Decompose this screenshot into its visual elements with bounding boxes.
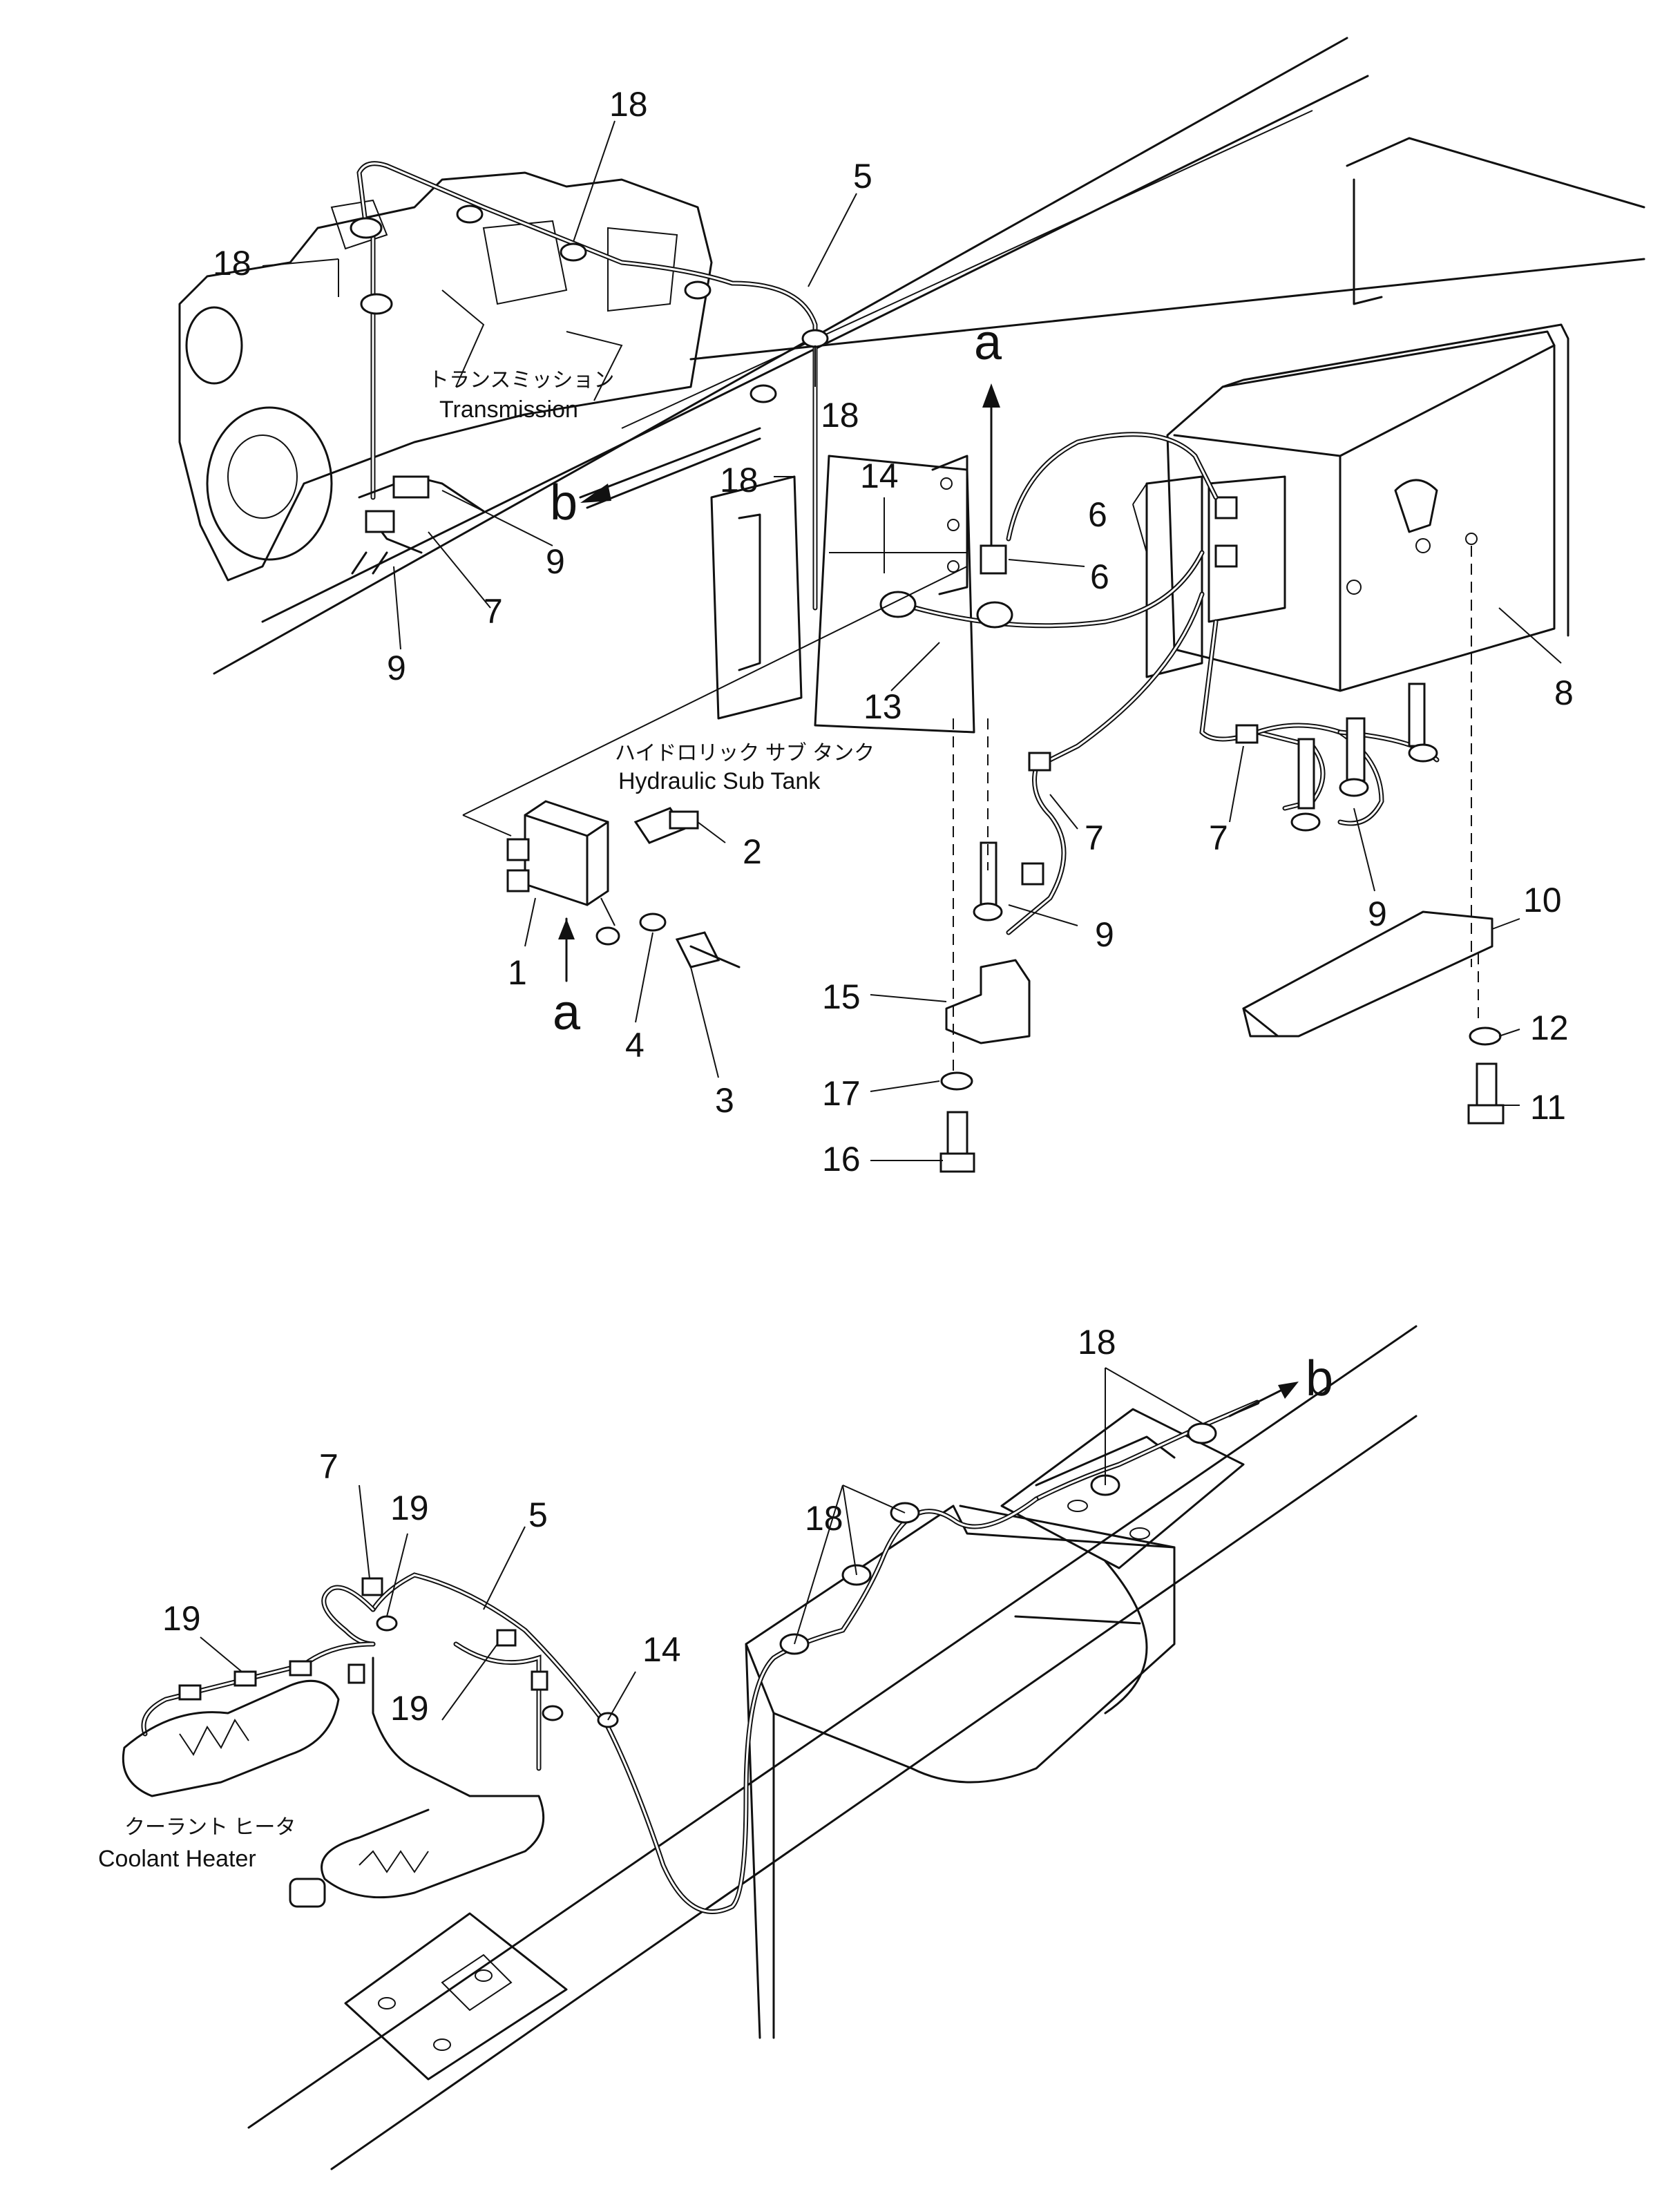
transmission-housing	[178, 171, 713, 582]
callout-6: 6	[1088, 495, 1107, 534]
callout-13: 13	[863, 687, 902, 726]
frame-rails-top	[213, 37, 1645, 675]
base-plate-bottom	[344, 1912, 568, 2081]
coolant-heater	[122, 1615, 564, 1908]
callout-19: 19	[162, 1599, 201, 1638]
marker-b: b	[1306, 1351, 1333, 1406]
callout-11: 11	[1530, 1088, 1566, 1127]
sub-tank-label-en: Hydraulic Sub Tank	[618, 768, 821, 794]
callout-18: 18	[821, 396, 859, 434]
pressure-switch-detail	[462, 566, 968, 982]
coolant-heater-label-jp: クーラント ヒータ	[124, 1816, 296, 1839]
hose-5-bottom	[321, 1496, 1039, 1914]
callout-16: 16	[822, 1140, 861, 1178]
view-marker-labels: a a b b	[550, 315, 1333, 1406]
component-labels: トランスミッション Transmission ハイドロリック サブ タンク Hy…	[98, 369, 875, 1872]
transmission-label-en: Transmission	[439, 397, 578, 423]
bracket-15	[945, 959, 1031, 1044]
sub-tank-label-jp: ハイドロリック サブ タンク	[615, 742, 875, 765]
callout-labels: 18 18 5 18 18 14 6 6 8 13 9 7 9 2 1 4 3 …	[162, 85, 1574, 1728]
callout-9: 9	[1368, 895, 1387, 933]
callout-18: 18	[805, 1499, 843, 1538]
callout-7: 7	[1209, 819, 1228, 857]
frame-rails-bottom	[247, 1325, 1418, 2170]
callout-5: 5	[853, 157, 872, 195]
coolant-heater-label-en: Coolant Heater	[98, 1846, 256, 1872]
hydraulic-sub-tank	[1145, 137, 1645, 692]
callout-8: 8	[1554, 674, 1574, 712]
callout-3: 3	[715, 1081, 734, 1120]
clamps-18-top	[350, 204, 829, 403]
hose-5-top	[356, 161, 818, 611]
callout-19: 19	[390, 1689, 429, 1728]
callout-14: 14	[860, 457, 899, 495]
hoses-7-9-middle	[973, 591, 1205, 935]
hoses-6	[879, 432, 1219, 629]
callout-18: 18	[720, 461, 758, 499]
callout-4: 4	[625, 1026, 645, 1064]
callout-14: 14	[642, 1630, 681, 1669]
marker-a: a	[553, 985, 581, 1040]
callout-9: 9	[546, 542, 565, 581]
callout-1: 1	[508, 953, 527, 992]
callout-9: 9	[1095, 915, 1114, 954]
callout-9: 9	[387, 649, 406, 687]
callout-19: 19	[390, 1489, 429, 1527]
leaders-bottom	[200, 1367, 1203, 1721]
sub-tank-bracket	[710, 455, 975, 734]
bracket-10	[1242, 910, 1493, 1038]
trans-fittings	[351, 475, 485, 575]
callout-7: 7	[319, 1447, 338, 1486]
plate-bottom-right	[1000, 1400, 1260, 1569]
transmission-label-jp: トランスミッション	[428, 369, 614, 392]
callout-18: 18	[609, 85, 648, 124]
callout-2: 2	[743, 832, 762, 871]
view-arrow-b-bottom	[1228, 1382, 1299, 1417]
callout-18: 18	[213, 244, 251, 283]
view-arrow-b-top	[579, 427, 761, 509]
hardware-bolts	[939, 953, 1505, 1173]
callout-15: 15	[822, 977, 861, 1016]
callout-17: 17	[822, 1074, 861, 1113]
callout-10: 10	[1523, 881, 1562, 919]
callout-18: 18	[1078, 1323, 1116, 1362]
callout-7: 7	[484, 592, 503, 631]
marker-b: b	[550, 475, 578, 531]
leaders-top	[262, 120, 1562, 1161]
mount-bolts-tank	[953, 546, 1472, 1078]
view-arrow-a-top	[982, 383, 1000, 568]
callout-7: 7	[1085, 819, 1104, 857]
marker-a: a	[974, 315, 1002, 370]
callout-5: 5	[528, 1496, 548, 1534]
callout-6: 6	[1090, 557, 1109, 596]
hoses-7-9-right	[1199, 619, 1440, 832]
callout-12: 12	[1530, 1009, 1569, 1047]
